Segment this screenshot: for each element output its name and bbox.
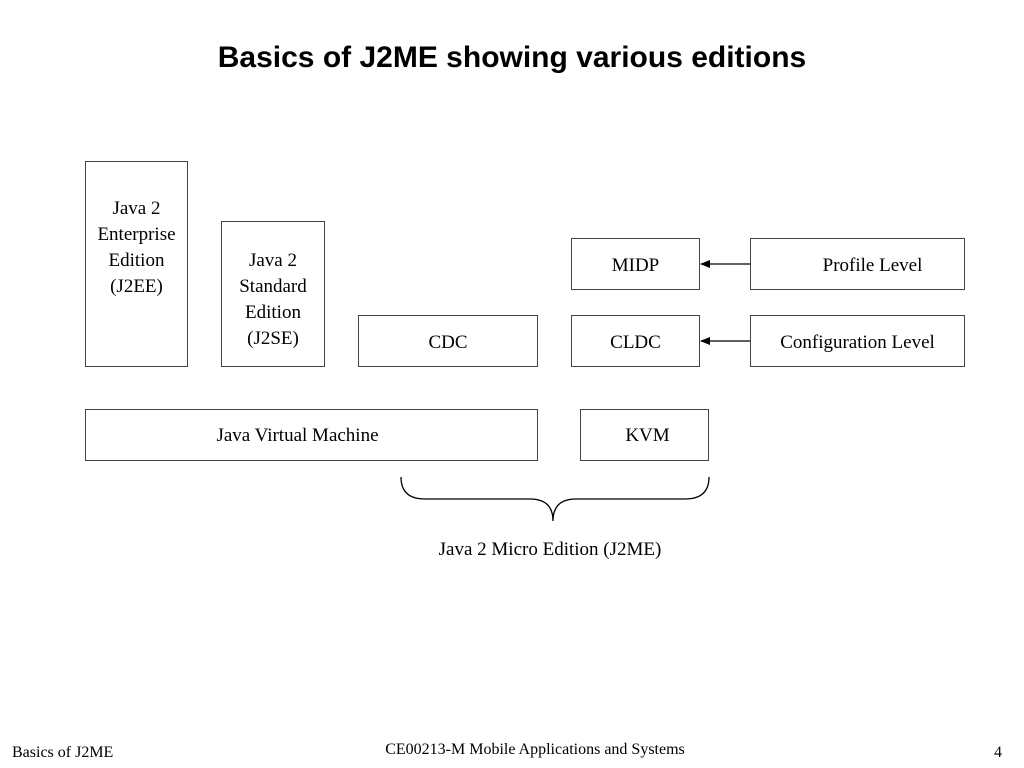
kvm-box: KVM bbox=[580, 409, 709, 461]
j2ee-label: Java 2 Enterprise Edition (J2EE) bbox=[97, 196, 175, 300]
jvm-box: Java Virtual Machine bbox=[85, 409, 538, 461]
slide-title: Basics of J2ME showing various editions bbox=[217, 41, 807, 74]
page-number: 4 bbox=[994, 744, 1002, 761]
j2ee-line-1: Java 2 bbox=[112, 198, 161, 219]
j2ee-line-3: Edition bbox=[108, 250, 165, 271]
cdc-box: CDC bbox=[358, 315, 538, 367]
footer-course-title: CE00213-M Mobile Applications and System… bbox=[385, 741, 685, 758]
j2se-label: Java 2 Standard Edition (J2SE) bbox=[239, 248, 307, 352]
kvm-label: KVM bbox=[625, 425, 670, 446]
midp-box: MIDP bbox=[571, 238, 700, 290]
j2se-line-3: Edition bbox=[245, 302, 301, 323]
j2se-line-4: (J2SE) bbox=[247, 328, 299, 349]
cldc-box: CLDC bbox=[571, 315, 700, 367]
j2se-box: Java 2 Standard Edition (J2SE) bbox=[221, 221, 325, 367]
cldc-label: CLDC bbox=[610, 332, 661, 353]
j2me-brace bbox=[400, 476, 710, 522]
configuration-level-box: Configuration Level bbox=[750, 315, 965, 367]
cdc-label: CDC bbox=[428, 332, 468, 353]
profile-level-box: Profile Level bbox=[750, 238, 965, 290]
jvm-label: Java Virtual Machine bbox=[216, 425, 379, 446]
j2me-caption: Java 2 Micro Edition (J2ME) bbox=[438, 539, 662, 560]
j2ee-line-2: Enterprise bbox=[97, 224, 176, 245]
j2se-line-1: Java 2 bbox=[248, 250, 297, 271]
profile-level-label: Profile Level bbox=[822, 255, 923, 276]
configuration-level-label: Configuration Level bbox=[780, 332, 935, 353]
j2ee-line-4: (J2EE) bbox=[110, 276, 163, 297]
j2se-line-2: Standard bbox=[239, 276, 307, 297]
midp-label: MIDP bbox=[611, 255, 660, 276]
footer-left-text: Basics of J2ME bbox=[12, 744, 114, 761]
j2ee-box: Java 2 Enterprise Edition (J2EE) bbox=[85, 161, 188, 367]
